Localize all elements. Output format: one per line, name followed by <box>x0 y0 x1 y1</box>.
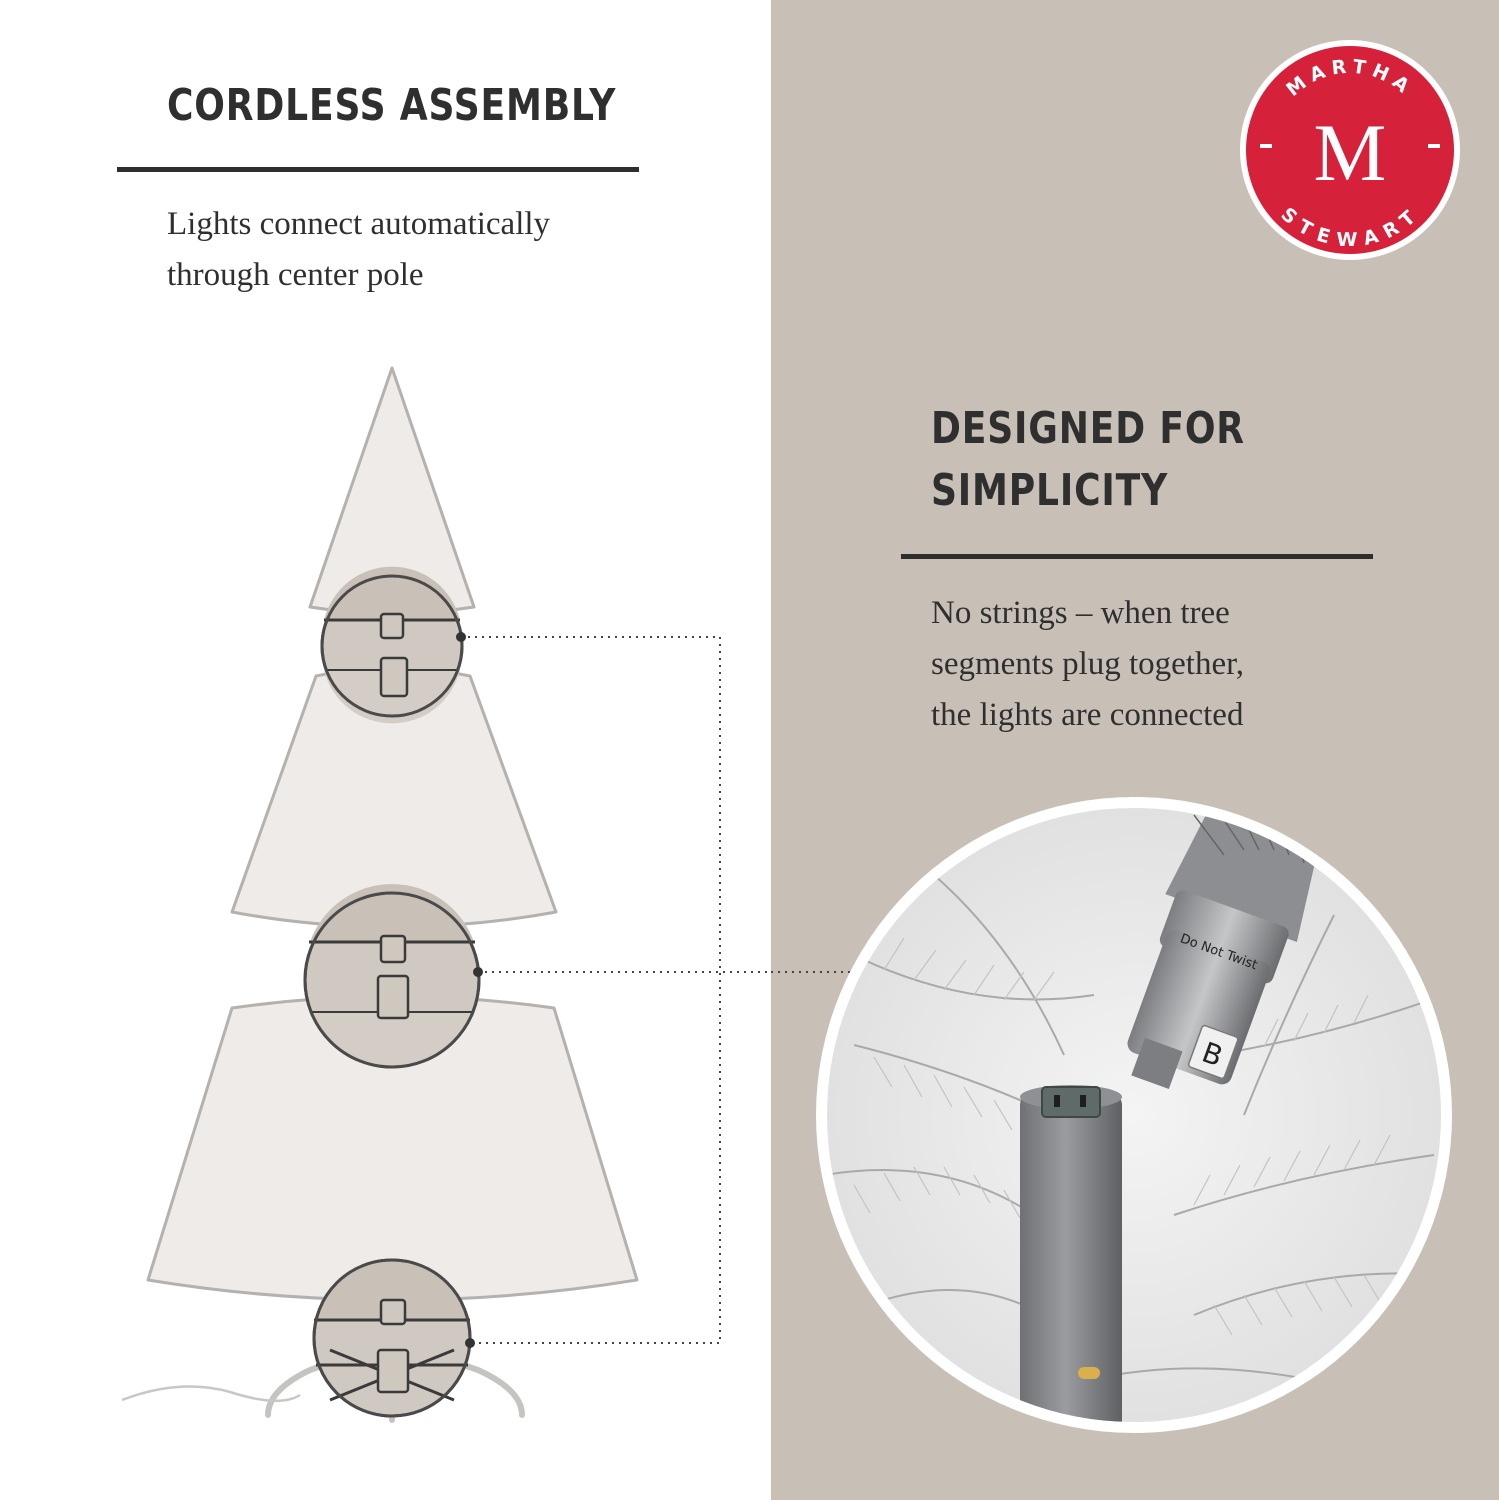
center-pole <box>1020 1093 1122 1425</box>
right-description: No strings – when tree segments plug tog… <box>931 588 1361 741</box>
tree-assembly-diagram <box>121 366 771 1423</box>
left-divider <box>117 167 639 172</box>
badge-red-disc <box>1246 46 1454 254</box>
pole-pin <box>1078 1367 1100 1379</box>
right-description-line-1: No strings – when tree <box>931 595 1230 631</box>
badge-monogram: M <box>1314 107 1387 198</box>
right-description-line-2: segments plug together, <box>931 646 1245 682</box>
callout-dot-middle <box>473 967 483 977</box>
photo-border <box>821 802 1447 1428</box>
right-divider <box>901 554 1373 559</box>
left-description-line-1: Lights connect automatically <box>167 206 551 242</box>
power-cord <box>121 1385 301 1403</box>
connector-photo: B Do Not Twist <box>816 797 1452 1433</box>
left-description-line-2: through center pole <box>167 257 424 293</box>
designed-for-simplicity-heading: DESIGNED FOR SIMPLICITY <box>931 398 1275 522</box>
connector-zoom-middle <box>303 884 481 1069</box>
left-description: Lights connect automatically through cen… <box>167 199 687 301</box>
callout-dot-top <box>456 632 466 642</box>
cordless-assembly-heading: CORDLESS ASSEMBLY <box>167 80 617 131</box>
callout-dot-base <box>465 1338 475 1348</box>
martha-stewart-badge: MARTHA STEWART M <box>1240 40 1460 260</box>
socket-slot-left <box>1054 1095 1060 1107</box>
right-description-line-3: the lights are connected <box>931 697 1244 733</box>
right-heading-line-2: SIMPLICITY <box>931 465 1169 516</box>
power-socket <box>1041 1086 1101 1118</box>
connector-zoom-top <box>320 566 464 724</box>
socket-slot-right <box>1080 1095 1086 1107</box>
connector-zoom-base <box>312 1258 472 1418</box>
right-heading-line-1: DESIGNED FOR <box>931 403 1245 454</box>
